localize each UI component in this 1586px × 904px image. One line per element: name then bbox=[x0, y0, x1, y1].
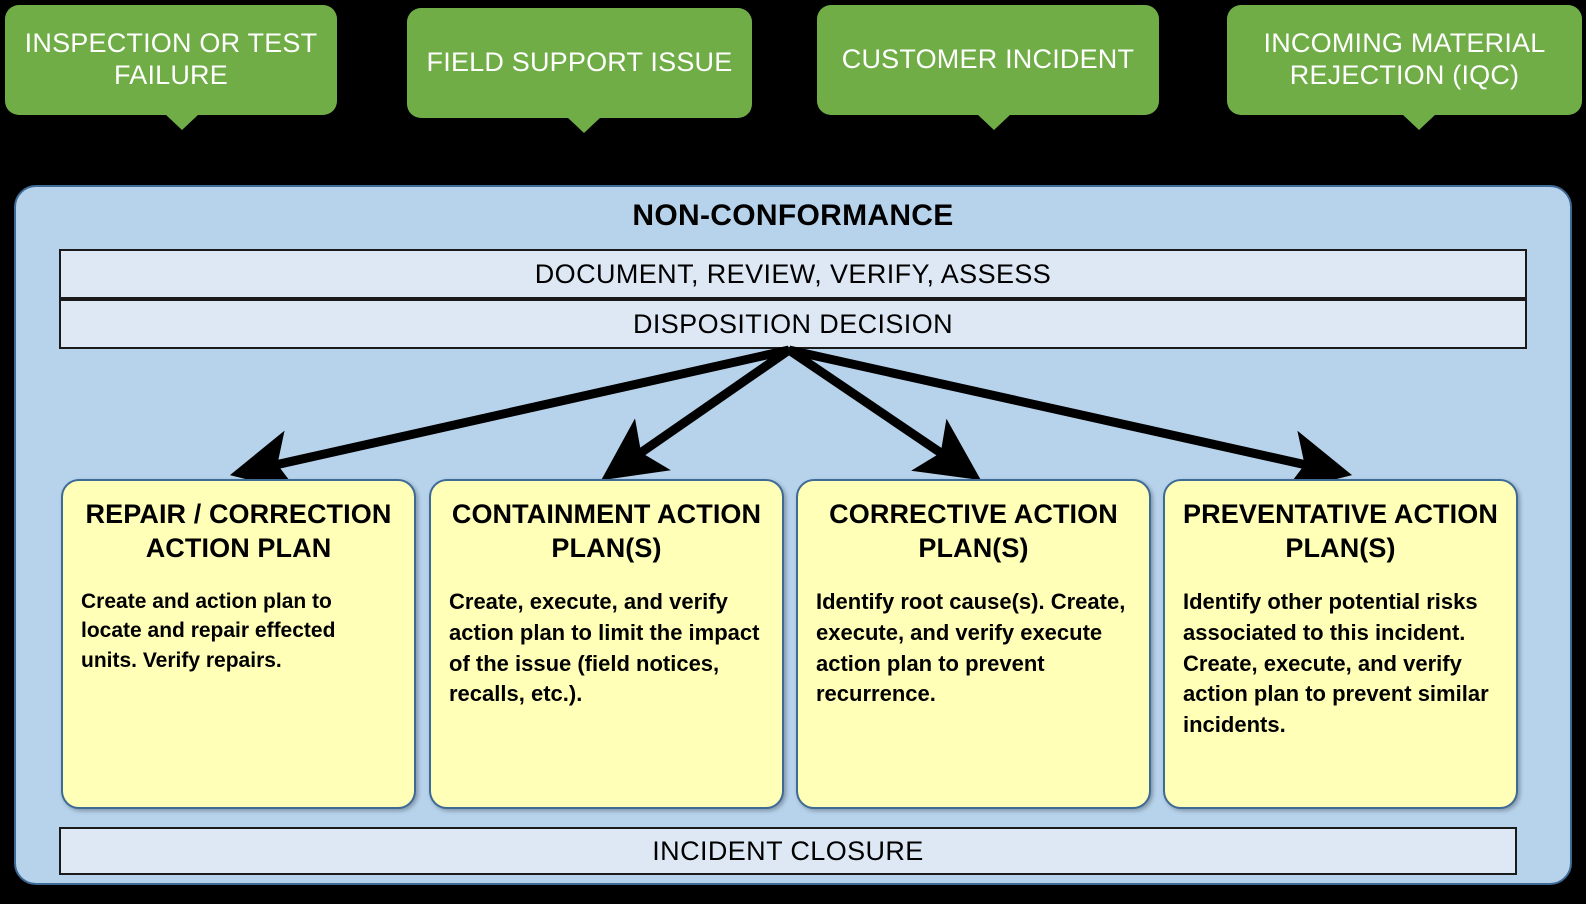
action-card-repair-correction[interactable]: REPAIR / CORRECTION ACTION PLAN Create a… bbox=[61, 479, 416, 809]
source-box-label: CUSTOMER INCIDENT bbox=[841, 44, 1135, 75]
source-box-tail-icon bbox=[165, 114, 199, 130]
strip-disposition-decision[interactable]: DISPOSITION DECISION bbox=[59, 299, 1527, 349]
source-box-tail-icon bbox=[567, 117, 601, 133]
source-box-label: INSPECTION OR TEST FAILURE bbox=[24, 28, 318, 90]
strip-label: DOCUMENT, REVIEW, VERIFY, ASSESS bbox=[534, 258, 1052, 289]
source-box-incoming-material-rejection[interactable]: INCOMING MATERIAL REJECTION (IQC) bbox=[1227, 5, 1582, 115]
source-box-label: FIELD SUPPORT ISSUE bbox=[426, 47, 733, 78]
strip-label: INCIDENT CLOSURE bbox=[652, 835, 924, 866]
action-card-body: Create and action plan to locate and rep… bbox=[81, 590, 336, 672]
action-card-title: CORRECTIVE ACTION PLAN(S) bbox=[829, 499, 1118, 564]
action-card-title: CONTAINMENT ACTION PLAN(S) bbox=[451, 499, 762, 564]
action-card-title: PREVENTATIVE ACTION PLAN(S) bbox=[1183, 499, 1498, 564]
source-box-tail-icon bbox=[1402, 114, 1436, 130]
action-card-body: Create, execute, and verify action plan … bbox=[449, 589, 760, 707]
strip-label: DISPOSITION DECISION bbox=[632, 308, 954, 339]
source-box-customer-incident[interactable]: CUSTOMER INCIDENT bbox=[817, 5, 1159, 115]
source-box-inspection-or-test-failure[interactable]: INSPECTION OR TEST FAILURE bbox=[5, 5, 337, 115]
source-box-field-support-issue[interactable]: FIELD SUPPORT ISSUE bbox=[407, 8, 752, 118]
action-card-body: Identify other potential risks associate… bbox=[1183, 589, 1489, 738]
action-card-containment[interactable]: CONTAINMENT ACTION PLAN(S) Create, execu… bbox=[429, 479, 784, 809]
strip-incident-closure[interactable]: INCIDENT CLOSURE bbox=[59, 827, 1517, 875]
source-box-label: INCOMING MATERIAL REJECTION (IQC) bbox=[1263, 28, 1546, 90]
non-conformance-panel: NON-CONFORMANCE DOCUMENT, REVIEW, VERIFY… bbox=[14, 185, 1572, 885]
strip-document-review-verify-assess[interactable]: DOCUMENT, REVIEW, VERIFY, ASSESS bbox=[59, 249, 1527, 299]
panel-title: NON-CONFORMANCE bbox=[632, 199, 954, 232]
action-card-corrective[interactable]: CORRECTIVE ACTION PLAN(S) Identify root … bbox=[796, 479, 1151, 809]
source-box-tail-icon bbox=[977, 114, 1011, 130]
action-card-preventative[interactable]: PREVENTATIVE ACTION PLAN(S) Identify oth… bbox=[1163, 479, 1518, 809]
action-card-title: REPAIR / CORRECTION ACTION PLAN bbox=[85, 499, 392, 564]
action-card-body: Identify root cause(s). Create, execute,… bbox=[816, 589, 1126, 707]
